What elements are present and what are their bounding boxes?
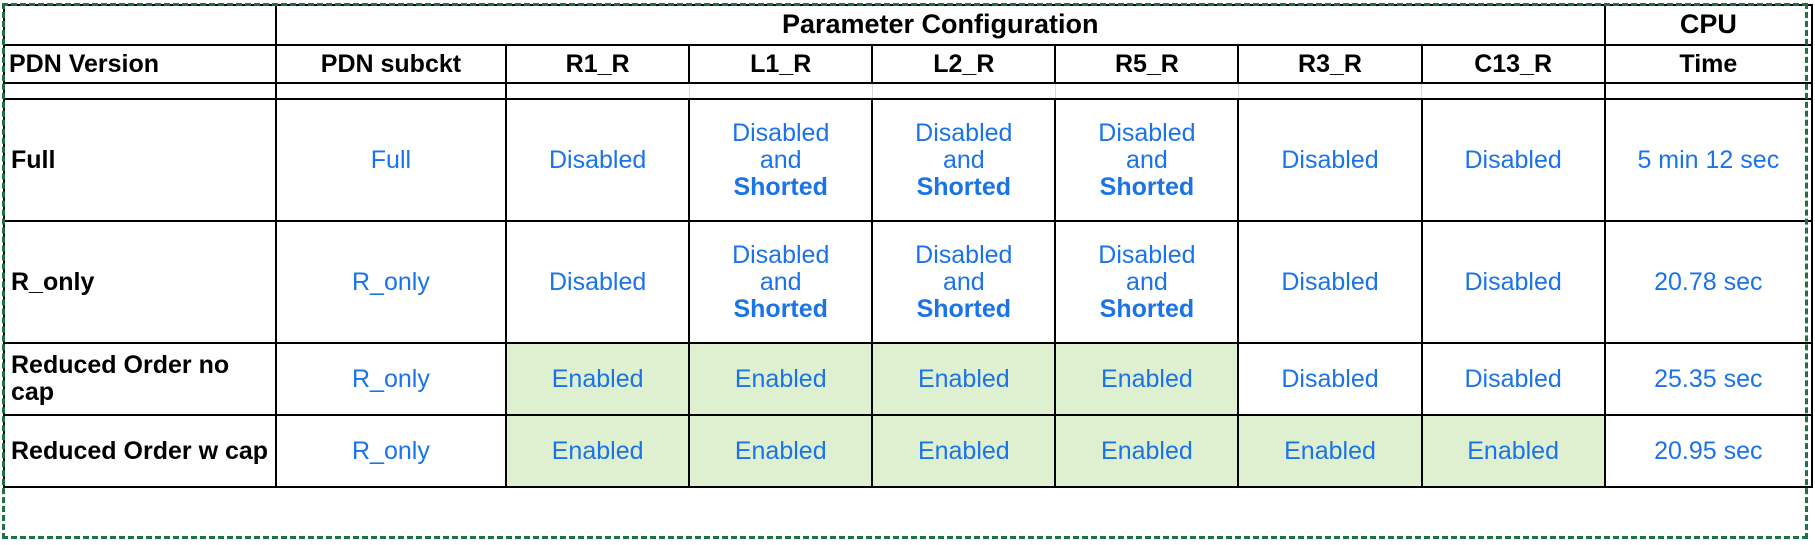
cell-l1-r: Disabled and Shorted <box>688 220 874 344</box>
header-col-pdn-version: PDN Version <box>3 44 277 84</box>
cell-line-1: Disabled <box>732 240 830 269</box>
cell-line-2: and <box>759 145 802 174</box>
cell-line-1: Disabled <box>1098 240 1196 269</box>
table-row: R_only R_only Disabled Disabled and Shor… <box>3 220 1814 344</box>
cell-line-1: Disabled <box>1281 267 1379 296</box>
cell-line-1: Disabled <box>915 240 1013 269</box>
cell-l1-r: Enabled <box>688 414 874 488</box>
cell-line-1: Disabled <box>915 118 1013 147</box>
cell-line-3: Shorted <box>1099 294 1195 323</box>
row-label-version: Reduced Order no cap <box>3 342 277 416</box>
cell-r5-r: Disabled and Shorted <box>1054 220 1240 344</box>
header-col-r1-r: R1_R <box>505 44 691 84</box>
cell-subckt: R_only <box>274 220 508 344</box>
cell-cpu-time: 5 min 12 sec <box>1603 98 1814 222</box>
row-label-line-2: no cap <box>11 351 230 406</box>
cell-r3-r: Disabled <box>1237 220 1423 344</box>
cell-subckt: R_only <box>274 342 508 416</box>
header-corner-blank <box>3 4 277 46</box>
cell-line-2: and <box>1126 267 1168 296</box>
header-col-pdn-subckt: PDN subckt <box>274 44 508 84</box>
row-label-version: Full <box>3 98 277 222</box>
cell-line-1: Disabled <box>1098 118 1196 147</box>
spacer-cell-c13-r <box>1421 82 1606 100</box>
header-row-group: Parameter Configuration CPU <box>3 4 1814 46</box>
cell-r1-r: Enabled <box>505 342 691 416</box>
header-col-l1-r: L1_R <box>688 44 874 84</box>
cell-cpu-time: 20.95 sec <box>1603 414 1814 488</box>
cell-line-3: Shorted <box>916 172 1012 201</box>
cell-r3-r: Disabled <box>1237 342 1423 416</box>
cell-l2-r: Disabled and Shorted <box>871 220 1057 344</box>
spacer-cell-r3-r <box>1237 82 1423 100</box>
header-cpu-top: CPU <box>1603 4 1814 46</box>
cell-r3-r: Disabled <box>1237 98 1423 222</box>
header-cpu-bottom: Time <box>1603 44 1814 84</box>
cell-r5-r: Enabled <box>1054 342 1240 416</box>
header-col-c13-r: C13_R <box>1420 44 1606 84</box>
cell-line-1: Disabled <box>548 145 647 174</box>
cell-cpu-time: 20.78 sec <box>1603 220 1814 344</box>
header-col-r3-r: R3_R <box>1237 44 1423 84</box>
cell-r1-r: Disabled <box>505 98 691 222</box>
header-col-l2-r: L2_R <box>871 44 1057 84</box>
cell-c13-r: Enabled <box>1420 414 1606 488</box>
spacer-cell-version <box>3 82 277 100</box>
cell-subckt: R_only <box>274 414 508 488</box>
cell-r1-r: Enabled <box>505 414 691 488</box>
cell-subckt: Full <box>274 98 508 222</box>
row-label-line-2: w cap <box>198 436 269 465</box>
spacer-cell-r5-r <box>1054 82 1239 100</box>
header-col-r5-r: R5_R <box>1054 44 1240 84</box>
cell-c13-r: Disabled <box>1420 220 1606 344</box>
parameter-configuration-table: Parameter Configuration CPU PDN Version … <box>3 4 1814 488</box>
cell-line-2: and <box>942 145 985 174</box>
cell-line-3: Shorted <box>1099 172 1195 201</box>
cell-r5-r: Disabled and Shorted <box>1054 98 1240 222</box>
cell-line-2: and <box>759 267 802 296</box>
row-label-line-1: Reduced Order <box>11 351 192 379</box>
cell-l2-r: Enabled <box>871 342 1057 416</box>
cell-line-3: Shorted <box>733 172 828 201</box>
header-group-parameter-configuration: Parameter Configuration <box>274 4 1606 46</box>
cell-l1-r: Disabled and Shorted <box>688 98 874 222</box>
cell-c13-r: Disabled <box>1420 98 1606 222</box>
cell-l1-r: Enabled <box>688 342 874 416</box>
table-row: Reduced Order no cap R_only Enabled Enab… <box>3 342 1814 416</box>
cell-line-3: Shorted <box>916 294 1012 323</box>
spacer-cell-cpu <box>1603 82 1814 100</box>
cell-l2-r: Disabled and Shorted <box>871 98 1057 222</box>
row-label-version: Reduced Order w cap <box>3 414 277 488</box>
spacer-cell-l2-r <box>871 82 1056 100</box>
cell-line-2: and <box>1126 145 1168 174</box>
cell-line-1: Disabled <box>732 118 830 147</box>
cell-r3-r: Enabled <box>1237 414 1423 488</box>
cell-r1-r: Disabled <box>505 220 691 344</box>
spacer-cell-subckt <box>274 82 508 100</box>
header-spacer-row <box>3 82 1814 100</box>
cell-c13-r: Disabled <box>1420 342 1606 416</box>
spacer-cell-l1-r <box>688 82 873 100</box>
cell-line-1: Disabled <box>1464 267 1562 296</box>
table-row: Reduced Order w cap R_only Enabled Enabl… <box>3 414 1814 488</box>
cell-line-1: Disabled <box>1281 145 1379 174</box>
cell-line-1: Disabled <box>1464 145 1562 174</box>
row-label-line-1: Reduced Order <box>11 436 192 465</box>
cell-r5-r: Enabled <box>1054 414 1240 488</box>
cell-line-3: Shorted <box>733 294 828 323</box>
table-row: Full Full Disabled Disabled and Shorted … <box>3 98 1814 222</box>
cell-cpu-time: 25.35 sec <box>1603 342 1814 416</box>
header-row-columns: PDN Version PDN subckt R1_R L1_R L2_R R5… <box>3 44 1814 84</box>
cell-line-1: Disabled <box>548 267 647 296</box>
cell-l2-r: Enabled <box>871 414 1057 488</box>
row-label-version: R_only <box>3 220 277 344</box>
cell-line-2: and <box>942 267 985 296</box>
spacer-cell-r1-r <box>505 82 690 100</box>
